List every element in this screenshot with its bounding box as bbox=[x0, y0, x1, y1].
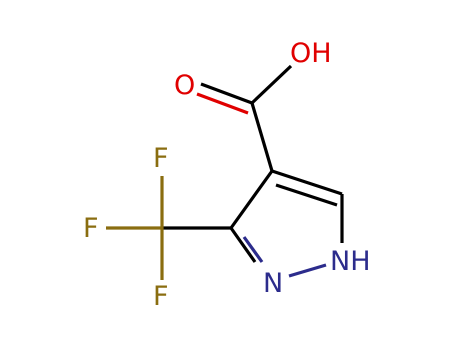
bond-n2-n1 bbox=[288, 263, 327, 278]
atom-f-bottom-label: F bbox=[153, 281, 169, 312]
bond-c-o-b bbox=[196, 92, 249, 115]
atom-o-label: O bbox=[174, 70, 195, 101]
bond-c3-c4 bbox=[229, 170, 274, 229]
bond-c-o-a bbox=[200, 82, 253, 105]
bond-c3-n2 bbox=[229, 227, 257, 263]
bond-c3-n2-inner bbox=[242, 236, 264, 263]
bond-c-oh bbox=[250, 64, 293, 105]
atom-f-top-label: F bbox=[153, 143, 169, 174]
atom-oh-label: OH bbox=[290, 38, 332, 69]
atom-nh-label: NH bbox=[330, 246, 371, 277]
bond-c4-cooh bbox=[250, 102, 274, 172]
bond-c4-c5 bbox=[271, 169, 343, 196]
atom-n-label: N bbox=[263, 268, 283, 299]
bond-c4-c5-inner bbox=[275, 183, 338, 207]
atom-f-left-label: F bbox=[83, 213, 99, 244]
